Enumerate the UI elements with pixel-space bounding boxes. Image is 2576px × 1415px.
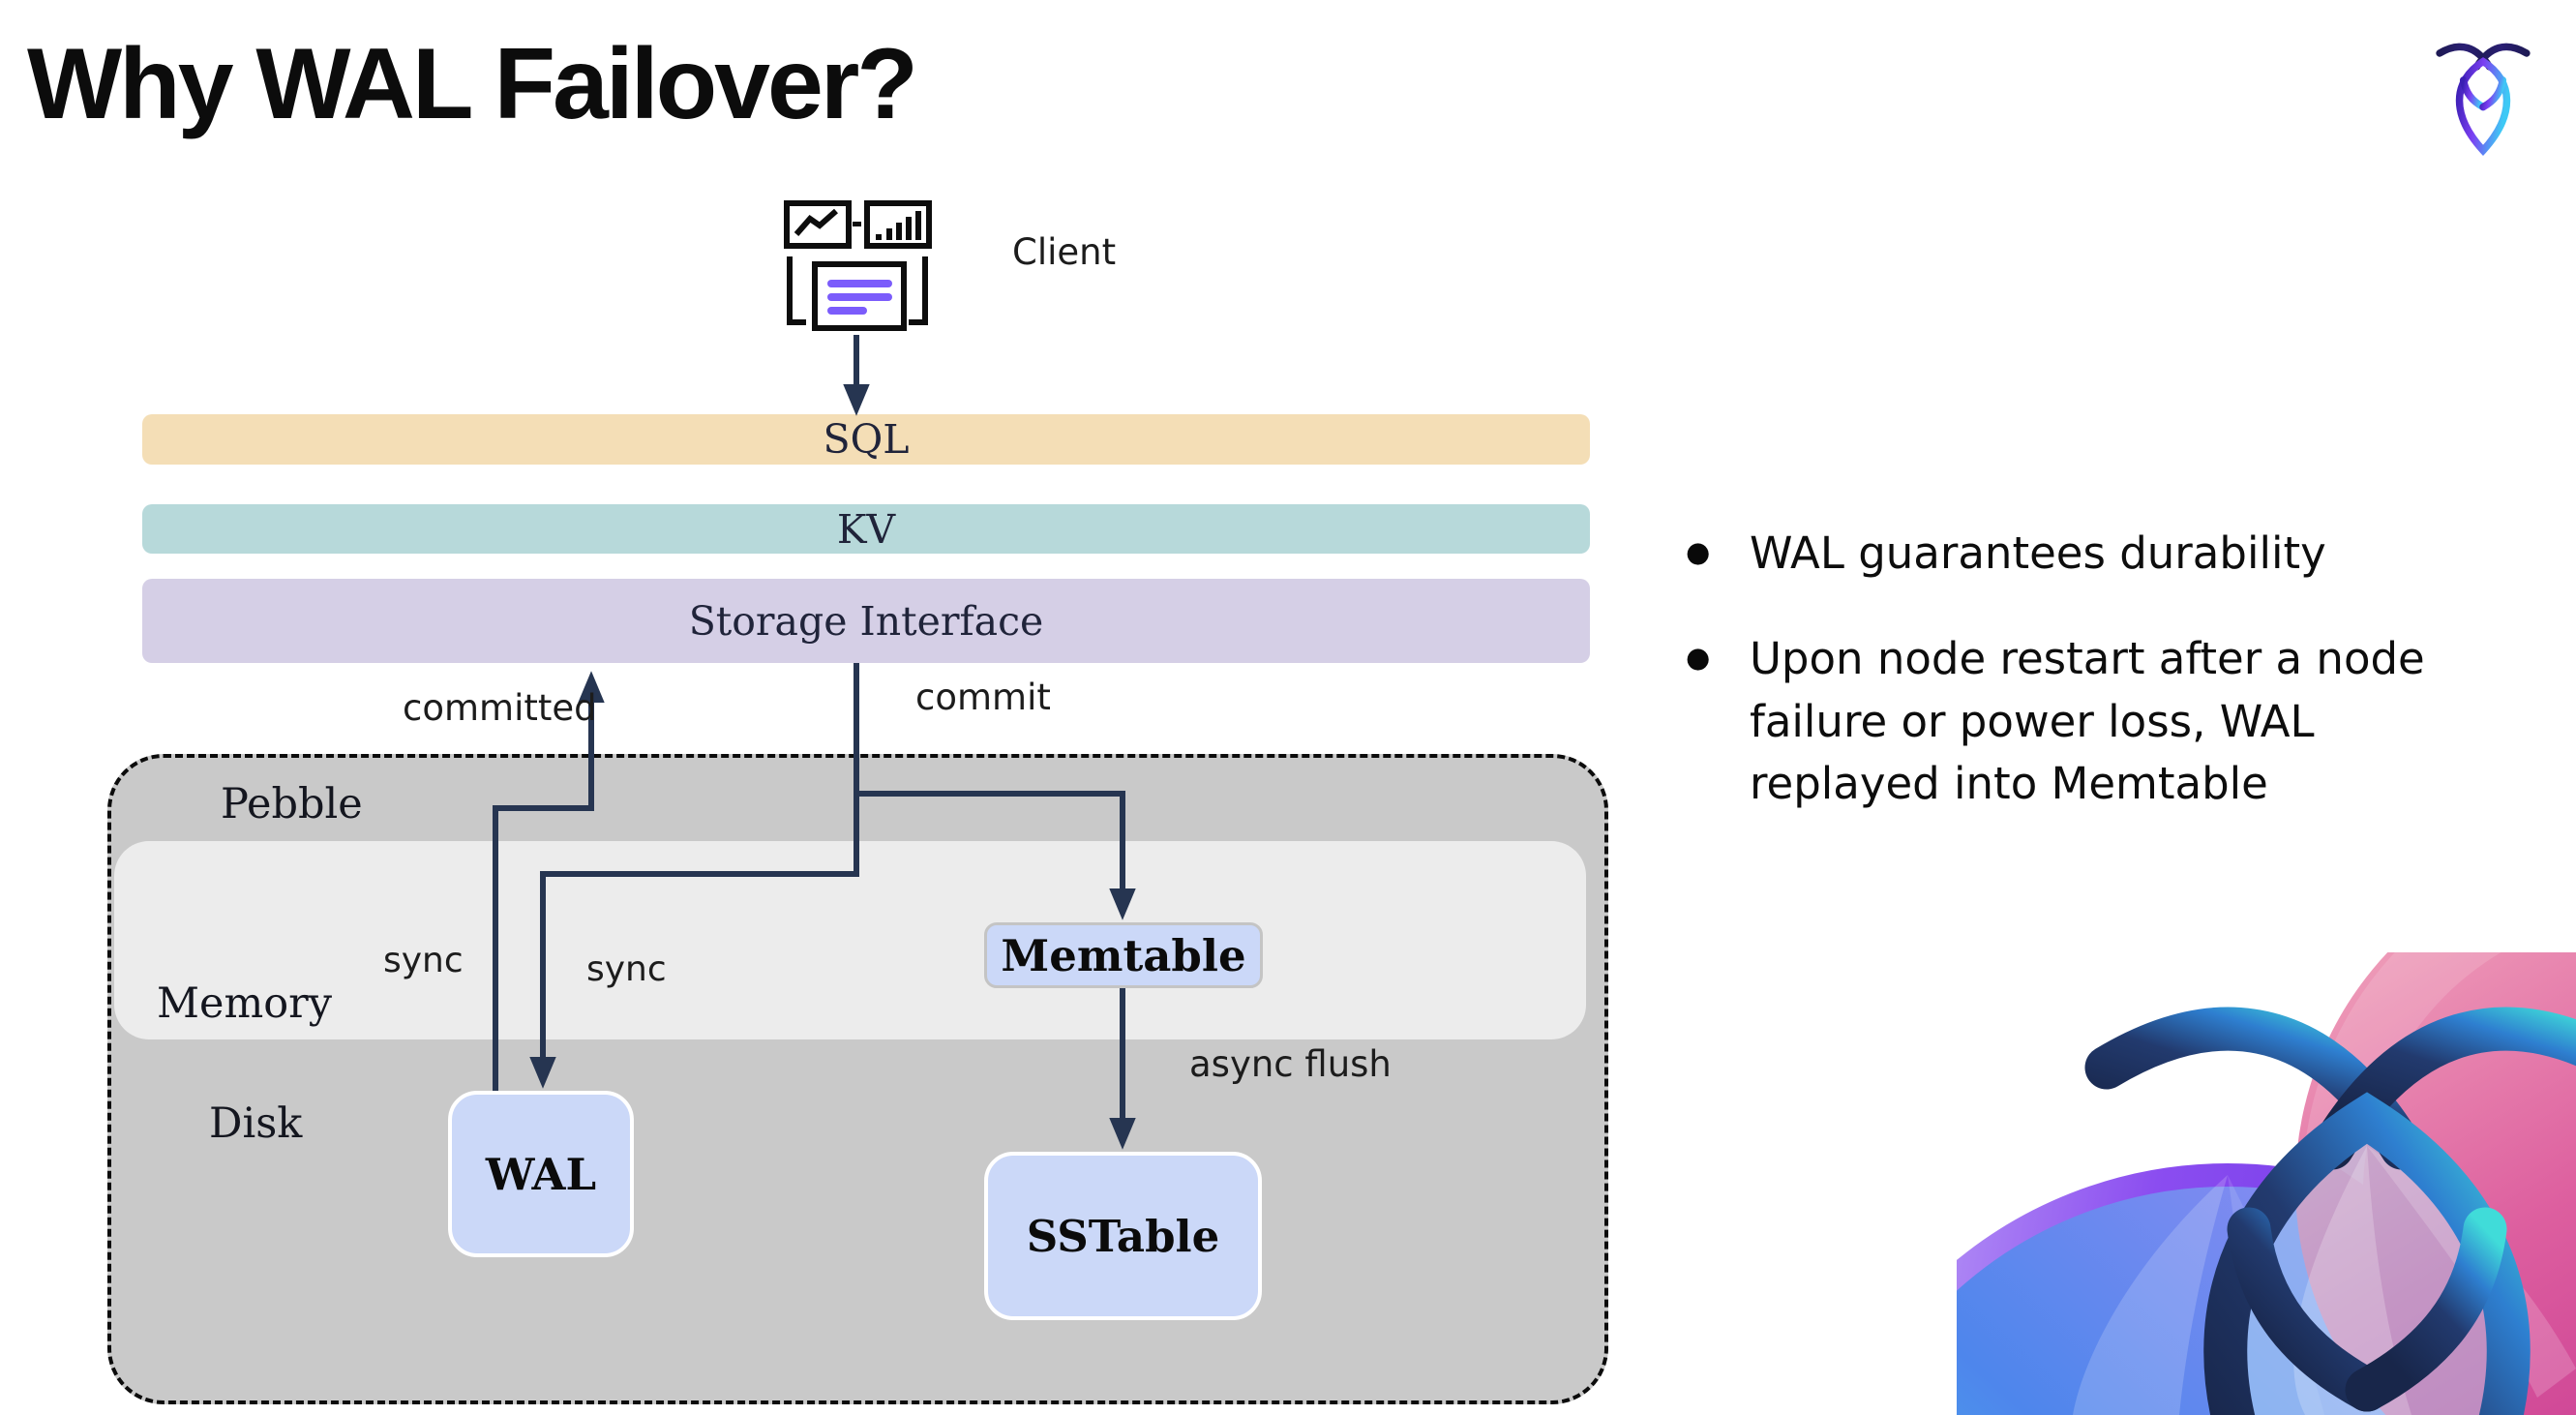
- pebble-label: Pebble: [221, 780, 363, 828]
- sstable-node: SSTable: [984, 1152, 1262, 1320]
- bullet-text: Upon node restart after a node failure o…: [1750, 632, 2425, 810]
- cockroachdb-brand-sphere-art: [1957, 952, 2576, 1415]
- layer-bar-sql-label: SQL: [823, 416, 910, 463]
- sync-right-edge-label: sync: [586, 949, 667, 989]
- client-label: Client: [1012, 231, 1117, 273]
- cockroachdb-logo-icon: [2436, 43, 2531, 157]
- disk-label: Disk: [209, 1099, 303, 1148]
- bullet-list: ● WAL guarantees durability ● Upon node …: [1686, 523, 2489, 858]
- wal-node: WAL: [448, 1091, 634, 1257]
- memory-band: [114, 841, 1586, 1039]
- layer-bar-kv-label: KV: [836, 505, 896, 553]
- sstable-label: SSTable: [1026, 1210, 1220, 1262]
- bullet-dot-icon: ●: [1686, 535, 1711, 568]
- memtable-node: Memtable: [984, 922, 1263, 988]
- commit-edge-label: commit: [915, 677, 1051, 718]
- committed-edge-label: committed: [403, 687, 597, 729]
- page-title: Why WAL Failover?: [27, 28, 918, 140]
- memory-label: Memory: [157, 979, 332, 1028]
- layer-bar-storage-label: Storage Interface: [688, 597, 1044, 645]
- wal-label: WAL: [485, 1148, 597, 1200]
- bullet-text: WAL guarantees durability: [1750, 527, 2326, 579]
- layer-bar-storage-interface: Storage Interface: [142, 579, 1590, 663]
- memtable-label: Memtable: [1001, 929, 1246, 981]
- layer-bar-sql: SQL: [142, 414, 1590, 465]
- bullet-dot-icon: ●: [1686, 640, 1711, 674]
- async-flush-edge-label: async flush: [1189, 1043, 1392, 1085]
- list-item: ● Upon node restart after a node failure…: [1686, 628, 2489, 816]
- sync-left-edge-label: sync: [383, 941, 464, 980]
- list-item: ● WAL guarantees durability: [1686, 523, 2489, 586]
- client-app-windows-icon: [784, 200, 932, 331]
- layer-bar-kv: KV: [142, 504, 1590, 554]
